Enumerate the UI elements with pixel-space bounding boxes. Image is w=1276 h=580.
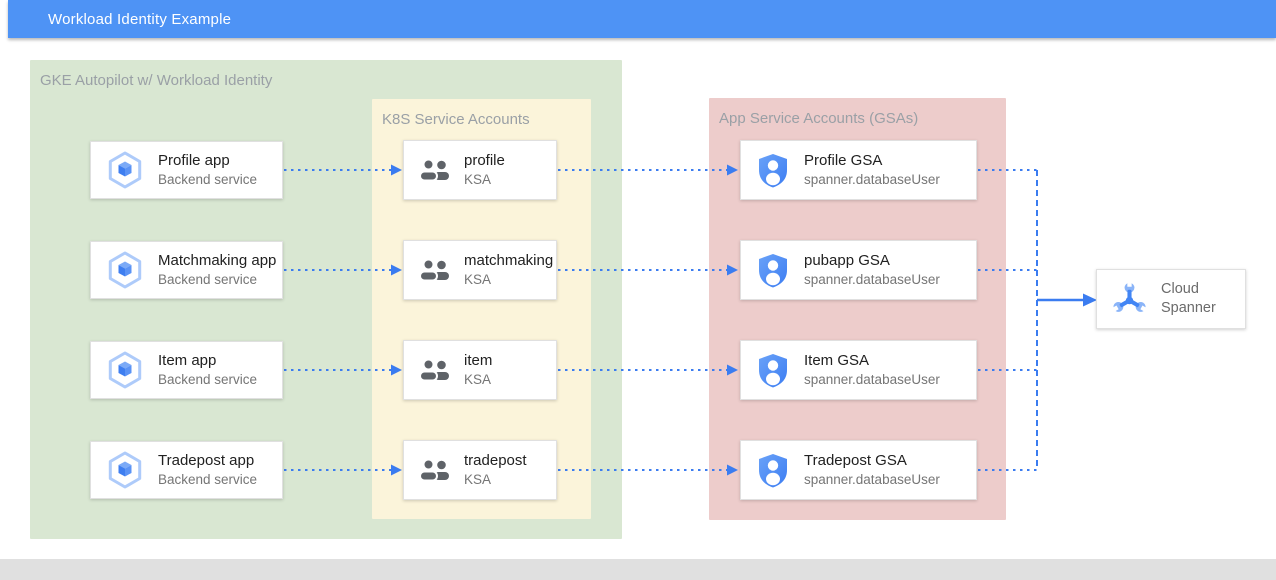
node-subtitle: spanner.databaseUser (804, 272, 940, 287)
shield-person-icon (755, 352, 791, 389)
node-item-gsa: Item GSA spanner.databaseUser (740, 340, 977, 400)
spanner-label-line1: Cloud (1161, 281, 1199, 297)
people-icon (418, 257, 451, 284)
gke-hexagon-cube-icon (105, 350, 145, 390)
footer-bar (0, 559, 1276, 580)
node-cloud-spanner: Cloud Spanner (1096, 269, 1246, 329)
node-subtitle: spanner.databaseUser (804, 472, 940, 487)
node-subtitle: spanner.databaseUser (804, 172, 940, 187)
node-title: Tradepost app (158, 452, 255, 469)
node-item-app: Item app Backend service (90, 341, 283, 399)
node-title: pubapp GSA (804, 252, 890, 269)
gke-container-label: GKE Autopilot w/ Workload Identity (40, 72, 273, 89)
node-title: item (464, 352, 493, 369)
node-matchmaking-app: Matchmaking app Backend service (90, 241, 283, 299)
node-tradepost-app: Tradepost app Backend service (90, 441, 283, 499)
spanner-label-line2: Spanner (1161, 300, 1216, 316)
node-title: matchmaking (464, 252, 554, 269)
shield-person-icon (755, 452, 791, 489)
node-title: tradepost (464, 452, 527, 469)
gsa-container-label: App Service Accounts (GSAs) (719, 110, 919, 127)
node-title: Item app (158, 352, 217, 369)
gke-hexagon-cube-icon (105, 450, 145, 490)
node-tradepost-ksa: tradepost KSA (403, 440, 557, 500)
node-subtitle: Backend service (158, 172, 258, 187)
title-bar: Workload Identity Example (8, 0, 1276, 38)
node-title: Tradepost GSA (804, 452, 907, 469)
node-title: Matchmaking app (158, 252, 277, 269)
node-subtitle: Backend service (158, 372, 258, 387)
node-subtitle: KSA (464, 172, 492, 187)
node-title: profile (464, 152, 505, 169)
gke-hexagon-cube-icon (105, 150, 145, 190)
node-subtitle: Backend service (158, 272, 258, 287)
node-title: Profile GSA (804, 152, 883, 169)
node-subtitle: Backend service (158, 472, 258, 487)
cloud-spanner-wrench-icon (1111, 281, 1148, 318)
node-title: Profile app (158, 152, 230, 169)
node-profile-gsa: Profile GSA spanner.databaseUser (740, 140, 977, 200)
people-icon (418, 457, 451, 484)
page-title: Workload Identity Example (48, 10, 232, 28)
node-subtitle: KSA (464, 372, 492, 387)
shield-person-icon (755, 252, 791, 289)
node-subtitle: KSA (464, 272, 492, 287)
shield-person-icon (755, 152, 791, 189)
node-title: Item GSA (804, 352, 870, 369)
gke-hexagon-cube-icon (105, 250, 145, 290)
node-pubapp-gsa: pubapp GSA spanner.databaseUser (740, 240, 977, 300)
node-subtitle: KSA (464, 472, 492, 487)
ksa-container-label: K8S Service Accounts (382, 111, 530, 128)
node-profile-app: Profile app Backend service (90, 141, 283, 199)
node-subtitle: spanner.databaseUser (804, 372, 940, 387)
node-matchmaking-ksa: matchmaking KSA (403, 240, 557, 300)
node-item-ksa: item KSA (403, 340, 557, 400)
people-icon (418, 157, 451, 184)
node-tradepost-gsa: Tradepost GSA spanner.databaseUser (740, 440, 977, 500)
node-profile-ksa: profile KSA (403, 140, 557, 200)
people-icon (418, 357, 451, 384)
